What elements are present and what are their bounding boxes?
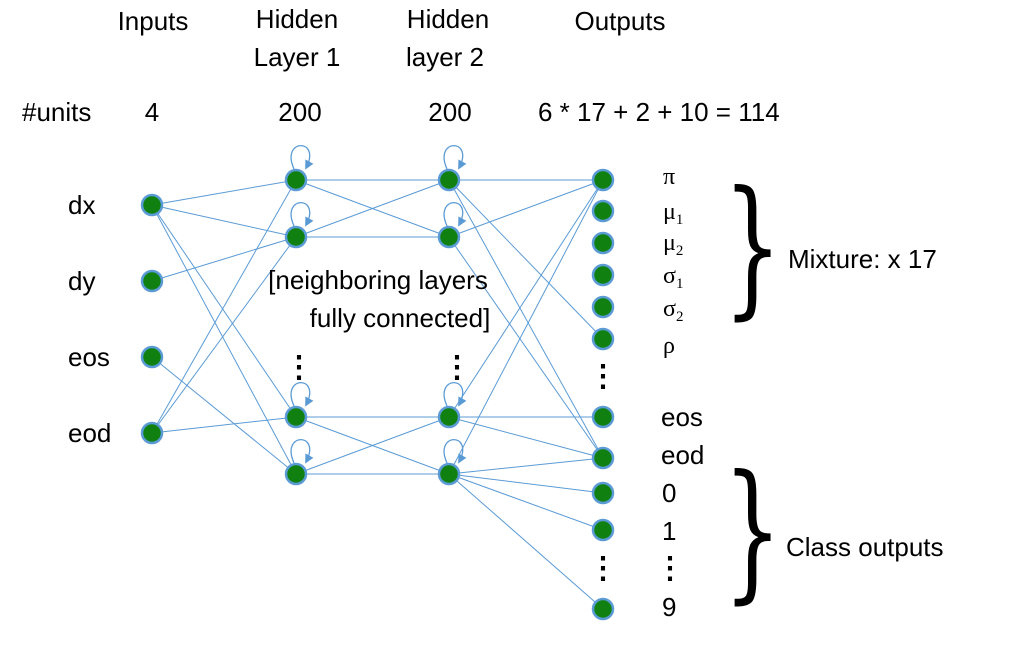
recurrent-loop-arrow	[443, 382, 467, 407]
header-hidden2-line1: Hidden	[407, 4, 489, 34]
output-node	[591, 327, 615, 351]
input-label-dy: dy	[68, 266, 95, 296]
units-label: #units	[22, 97, 91, 127]
edge-input-hidden1	[151, 236, 297, 282]
hidden2-node	[437, 462, 461, 486]
edge-input-hidden1	[151, 236, 297, 434]
units-outputs: 6 * 17 + 2 + 10 = 114	[538, 97, 780, 127]
hidden2-node	[437, 168, 461, 192]
output-node	[591, 481, 615, 505]
edge-input-hidden1	[151, 416, 297, 434]
recurrent-loop-arrow	[290, 202, 314, 227]
edge-hidden2-output	[448, 179, 604, 459]
note-line1: [neighboring layers	[268, 265, 488, 295]
output-node	[591, 199, 615, 223]
input-node	[140, 421, 164, 445]
input-node	[140, 269, 164, 293]
output-node	[591, 446, 615, 470]
header-hidden1-line1: Hidden	[256, 4, 338, 34]
units-hidden1: 200	[278, 97, 321, 127]
edge-hidden2-output	[448, 179, 604, 238]
output-symbol-sigma1: σ1	[663, 263, 683, 292]
output-node	[591, 597, 615, 621]
header-hidden2-line2: layer 2	[406, 42, 484, 72]
output-node	[591, 168, 615, 192]
input-label-eos: eos	[68, 342, 110, 372]
edge-hidden1-hidden2	[295, 416, 450, 475]
edge-input-hidden1	[151, 204, 297, 475]
input-node	[140, 193, 164, 217]
output-label-eos: eos	[661, 402, 703, 432]
output-symbol-mu1: μ1	[663, 199, 683, 228]
note-line2: fully connected]	[310, 303, 491, 333]
hidden1-node	[284, 462, 308, 486]
output-node	[591, 263, 615, 287]
edge-hidden2-output	[448, 179, 604, 340]
output-symbol-rho: ρ	[663, 333, 675, 359]
output-symbol-mu2: μ2	[663, 230, 683, 259]
edge-input-hidden1	[151, 204, 297, 238]
ellipsis-hidden2: ⋮	[442, 351, 472, 384]
neurons	[140, 168, 615, 621]
output-symbol-pi: π	[663, 164, 675, 190]
edge-hidden2-output	[448, 179, 604, 475]
edge-input-hidden1	[151, 179, 297, 206]
brace-label-mixture: Mixture: x 17	[788, 244, 937, 274]
header-hidden1-line2: Layer 1	[254, 42, 341, 72]
hidden2-node	[437, 225, 461, 249]
recurrent-loop-arrow	[290, 439, 314, 464]
edge-input-hidden1	[151, 179, 297, 434]
edge-hidden2-output	[448, 473, 604, 494]
output-node	[591, 518, 615, 542]
connections	[151, 179, 604, 610]
ellipsis-hidden1: ⋮	[284, 351, 314, 384]
output-symbol-sigma2: σ2	[663, 296, 683, 325]
units-inputs: 4	[145, 97, 159, 127]
recurrent-loop-arrow	[290, 145, 314, 170]
recurrent-loop-arrow	[443, 439, 467, 464]
recurrent-loop-arrow	[443, 145, 467, 170]
edge-hidden2-output	[448, 473, 604, 610]
hidden1-node	[284, 225, 308, 249]
edge-hidden2-output	[448, 236, 604, 459]
units-hidden2: 200	[428, 97, 471, 127]
input-node	[140, 345, 164, 369]
edge-hidden2-output	[448, 416, 604, 459]
brace-class: }	[723, 444, 782, 618]
hidden1-node	[284, 168, 308, 192]
ellipsis-outputs-upper: ⋮	[588, 360, 618, 393]
edge-input-hidden1	[151, 356, 297, 475]
ellipsis-class-labels: ⋮	[655, 552, 685, 585]
edge-hidden2-output	[448, 457, 604, 475]
input-label-dx: dx	[68, 190, 95, 220]
header-outputs: Outputs	[574, 6, 665, 36]
recurrent-loop-arrow	[443, 202, 467, 227]
output-node	[591, 231, 615, 255]
edge-hidden2-output	[448, 179, 604, 418]
output-label-1: 1	[662, 516, 676, 546]
recurrent-loops	[290, 145, 467, 464]
ellipsis-outputs-lower: ⋮	[588, 552, 618, 585]
edge-input-hidden1	[151, 204, 297, 418]
recurrent-loop-arrow	[290, 382, 314, 407]
hidden2-node	[437, 405, 461, 429]
output-node	[591, 405, 615, 429]
output-label-eod: eod	[661, 440, 704, 470]
hidden1-node	[284, 405, 308, 429]
edge-hidden2-output	[448, 473, 604, 531]
output-node	[591, 295, 615, 319]
brace-label-class: Class outputs	[786, 532, 944, 562]
output-label-0: 0	[662, 478, 676, 508]
edge-hidden1-hidden2	[295, 179, 450, 238]
output-label-9: 9	[662, 592, 676, 622]
header-inputs: Inputs	[118, 6, 189, 36]
input-label-eod: eod	[68, 418, 111, 448]
brace-mixture: }	[723, 160, 782, 334]
